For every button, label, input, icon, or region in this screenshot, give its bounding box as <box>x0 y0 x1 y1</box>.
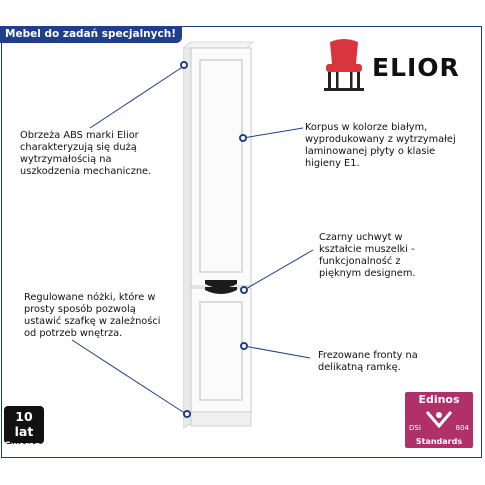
promo-tag: Mebel do zadań specjalnych! <box>0 26 182 43</box>
warranty-years: 10 lat <box>14 409 34 439</box>
marker-front <box>240 342 248 350</box>
chair-logo-icon <box>324 39 364 91</box>
shell-handle-icon <box>205 280 237 288</box>
warranty-badge: 10 lat Gwarancji <box>4 406 51 451</box>
marker-feet <box>183 410 191 418</box>
marker-body <box>239 134 247 142</box>
note-feet: Regulowane nóżki, które w prosty sposób … <box>24 292 161 339</box>
note-handle: Czarny uchwyt w kształcie muszelki - fun… <box>319 232 416 279</box>
edinos-dsi: DSI <box>409 424 421 432</box>
edinos-standards: Standards <box>415 437 463 446</box>
warranty-label: Gwarancji <box>4 441 52 451</box>
cabinet-illustration <box>183 41 254 429</box>
marker-handle <box>240 286 248 294</box>
edinos-number: 804 <box>455 424 469 432</box>
edinos-name: Edinos <box>418 393 460 406</box>
content-frame <box>1 26 482 458</box>
edinos-check-icon <box>425 411 453 428</box>
note-abs-edge: Obrzeża ABS marki Elior charakteryzują s… <box>20 130 152 177</box>
marker-edge <box>180 61 188 69</box>
note-fronts: Frezowane fronty na delikatną ramkę. <box>318 350 418 373</box>
brand-name: ELIOR <box>372 53 460 82</box>
edinos-certificate: Edinos DSI 804 Standards <box>405 392 473 448</box>
note-body: Korpus w kolorze białym, wyprodukowany z… <box>305 122 456 169</box>
